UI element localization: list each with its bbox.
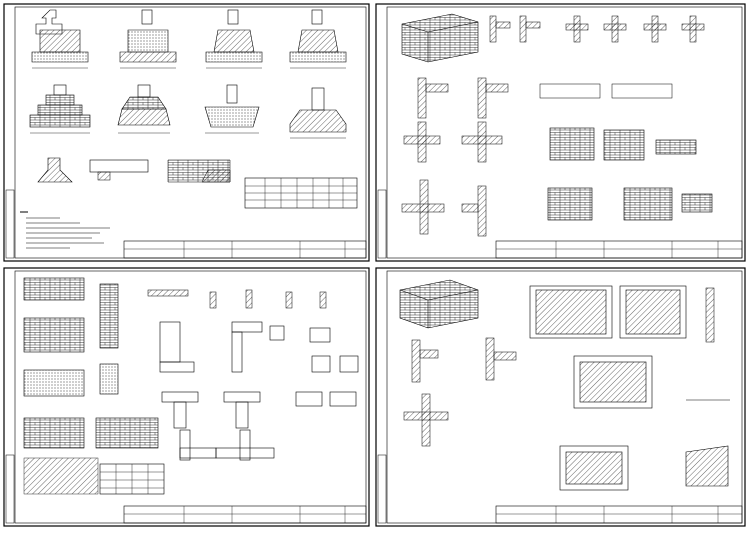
footing-schedule-table [244, 177, 358, 209]
slope-detail [685, 399, 730, 487]
block-stack-details [547, 127, 713, 221]
sheet-2 [375, 3, 746, 262]
hatched-wall-panels [529, 285, 715, 491]
tie-column-details [417, 77, 673, 119]
footing-section-c [205, 9, 263, 69]
small-footing-detail [37, 157, 73, 183]
rubble-footing [117, 84, 171, 134]
sheet-3-title-block [123, 505, 367, 524]
wall-junction-details [147, 289, 327, 309]
column-sections-row [489, 15, 705, 43]
cross-joint-details [403, 121, 503, 163]
sheet-3-border [3, 267, 370, 527]
sheet-2-border [375, 3, 746, 262]
sheet-1-border [3, 3, 370, 262]
sheet-3 [3, 267, 370, 527]
taper-footing [289, 87, 347, 139]
footing-section-d [289, 9, 347, 69]
isometric-wall-block-2 [399, 279, 479, 329]
sheet-1 [3, 3, 370, 262]
sheet-1-title-block [123, 240, 367, 259]
stepped-footing [29, 84, 91, 134]
beam-detail [89, 159, 149, 181]
corner-block-layouts [159, 321, 359, 373]
concrete-footing [204, 84, 260, 134]
tee-block-layouts [161, 391, 357, 461]
column-joint-details-2 [403, 337, 517, 447]
t-joint-details [401, 179, 487, 237]
brick-bond-panels [23, 277, 159, 449]
sheet-2-title-block [495, 240, 743, 259]
sheet-1-notes [20, 211, 110, 249]
sheet-4 [375, 267, 746, 527]
sheet-4-border [375, 267, 746, 527]
footing-section-b [119, 9, 177, 69]
footing-section-a [31, 9, 89, 69]
wall-plinth-detail [167, 159, 231, 183]
isometric-wall-block [401, 13, 479, 63]
sheet-4-title-block [495, 505, 743, 524]
sheet-3-notes-table [23, 457, 165, 495]
